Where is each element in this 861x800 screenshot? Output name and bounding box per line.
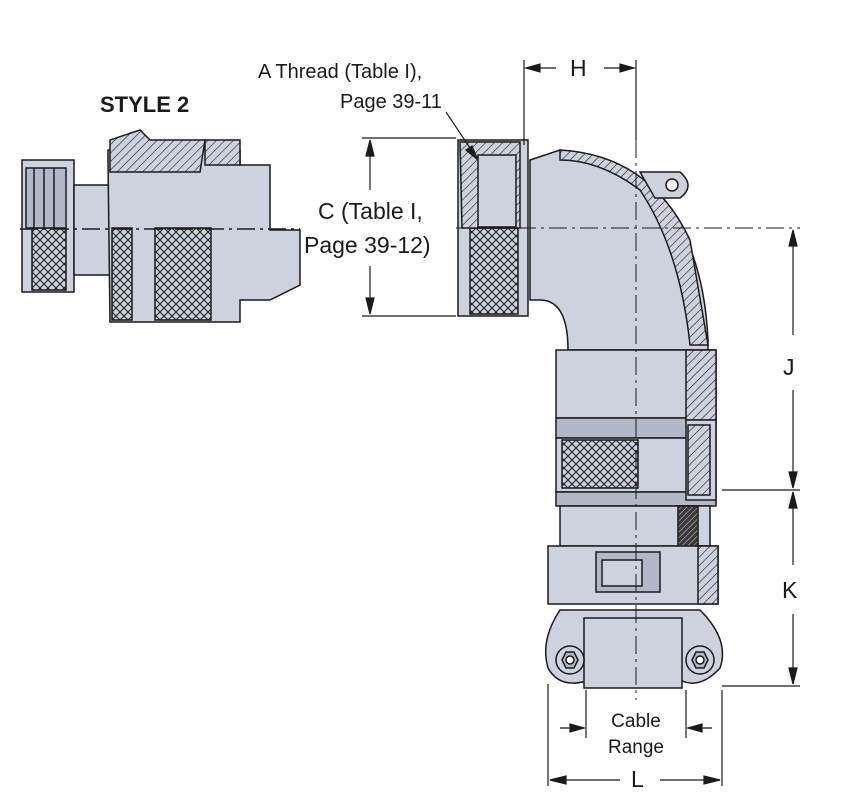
k-dimension-label: K	[782, 577, 798, 603]
j-dimension-label: J	[783, 354, 795, 380]
c-dimension-page-label: Page 39-12)	[304, 232, 431, 258]
a-thread-page-label: Page 39-11	[340, 91, 442, 113]
dimension-lines	[362, 60, 800, 786]
a-thread-label: A Thread (Table I),	[258, 61, 423, 83]
style-title: STYLE 2	[100, 92, 190, 117]
c-dimension-label: C (Table I,	[318, 198, 423, 224]
cable-range-label-2: Range	[608, 737, 664, 758]
elbow-connector	[456, 139, 800, 700]
style-2-plug	[20, 129, 301, 323]
cable-range-label: Cable	[611, 711, 661, 732]
h-dimension-label: H	[570, 55, 587, 81]
l-dimension-label: L	[631, 766, 644, 792]
clamp-screw-left-icon	[555, 645, 585, 675]
clamp-screw-right-icon	[685, 645, 715, 675]
